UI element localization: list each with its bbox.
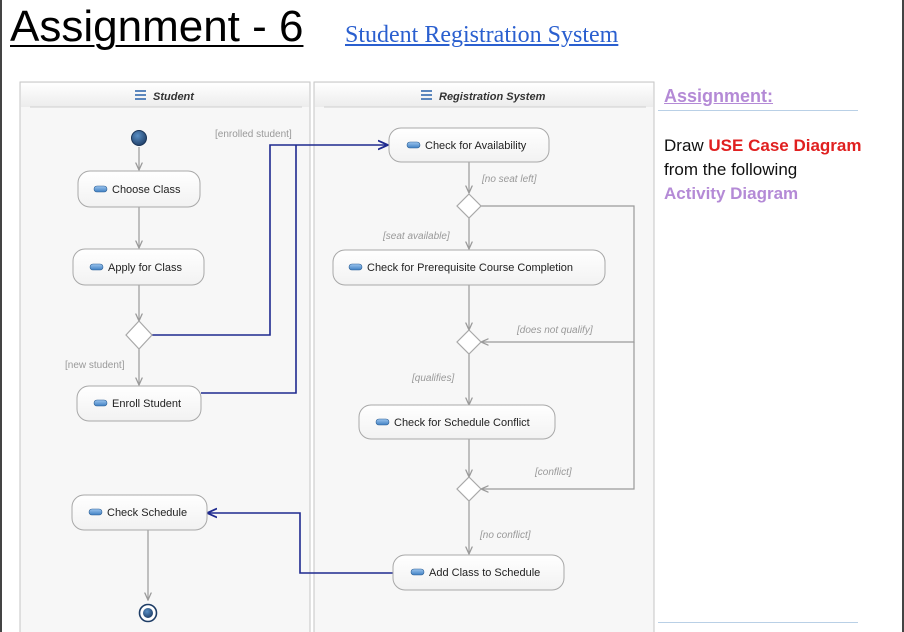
action-label: Choose Class (112, 184, 181, 196)
action-icon (93, 399, 108, 407)
action-icon (406, 141, 421, 149)
action-label: Check Schedule (107, 507, 187, 519)
action-choose-class: Choose Class (77, 170, 201, 208)
assignment-text-from: from the following (664, 160, 798, 179)
flow-edge-cross-lane (152, 145, 388, 336)
action-label: Add Class to Schedule (429, 567, 540, 579)
flow-edge (481, 205, 635, 342)
guard-label: [no seat left] (481, 174, 537, 185)
action-label: Enroll Student (112, 398, 181, 410)
swimlane-student: Student (19, 81, 311, 632)
assignment-heading: Assignment: (664, 86, 774, 106)
flow-edge (481, 342, 635, 489)
action-icon (88, 508, 103, 516)
subtitle-link[interactable]: Student Registration System (345, 22, 619, 48)
swimlane-registration: Registration System (313, 81, 655, 632)
action-add-class: Add Class to Schedule (392, 554, 565, 591)
final-node (138, 603, 158, 623)
action-enroll-student: Enroll Student (76, 385, 202, 422)
guard-label: [new student] (65, 360, 125, 371)
decision-node (456, 329, 482, 355)
guard-label: [does not qualify] (516, 325, 593, 336)
assignment-text-draw: Draw (664, 136, 704, 155)
flow-edge-cross-lane (201, 145, 297, 394)
assignment-text-highlight: USE Case Diagram (708, 136, 862, 155)
flow-edge-cross-lane (207, 513, 393, 574)
guard-label: [enrolled student] (215, 129, 292, 140)
action-icon (375, 418, 390, 426)
decision-node (125, 320, 153, 350)
decision-node (456, 193, 482, 219)
action-label: Check for Schedule Conflict (394, 417, 530, 429)
guard-label: [seat available] (382, 231, 450, 242)
divider (658, 622, 858, 623)
action-icon (348, 263, 363, 271)
lane-icon (135, 90, 146, 100)
action-check-prerequisite: Check for Prerequisite Course Completion (332, 249, 606, 286)
assignment-text-activity: Activity Diagram (664, 184, 799, 203)
lane-title-registration: Registration System (439, 91, 546, 103)
initial-node (131, 130, 147, 146)
guard-label: [no conflict] (479, 530, 531, 541)
action-check-availability: Check for Availability (388, 127, 550, 163)
action-label: Apply for Class (108, 262, 182, 274)
action-icon (89, 263, 104, 271)
page-title: Assignment - 6 (10, 2, 304, 51)
decision-node (456, 476, 482, 502)
guard-label: [conflict] (534, 467, 572, 478)
action-apply-for-class: Apply for Class (72, 248, 205, 286)
action-check-schedule-conflict: Check for Schedule Conflict (358, 404, 556, 440)
lane-title-student: Student (153, 91, 195, 103)
assignment-text: Draw USE Case Diagram from the following… (664, 134, 902, 206)
action-icon (410, 568, 425, 576)
guard-label: [qualifies] (411, 373, 454, 384)
divider (658, 110, 858, 111)
action-label: Check for Availability (425, 140, 527, 152)
lane-icon (421, 90, 432, 100)
action-check-schedule: Check Schedule (71, 494, 208, 531)
action-icon (93, 185, 108, 193)
action-label: Check for Prerequisite Course Completion (367, 262, 573, 274)
